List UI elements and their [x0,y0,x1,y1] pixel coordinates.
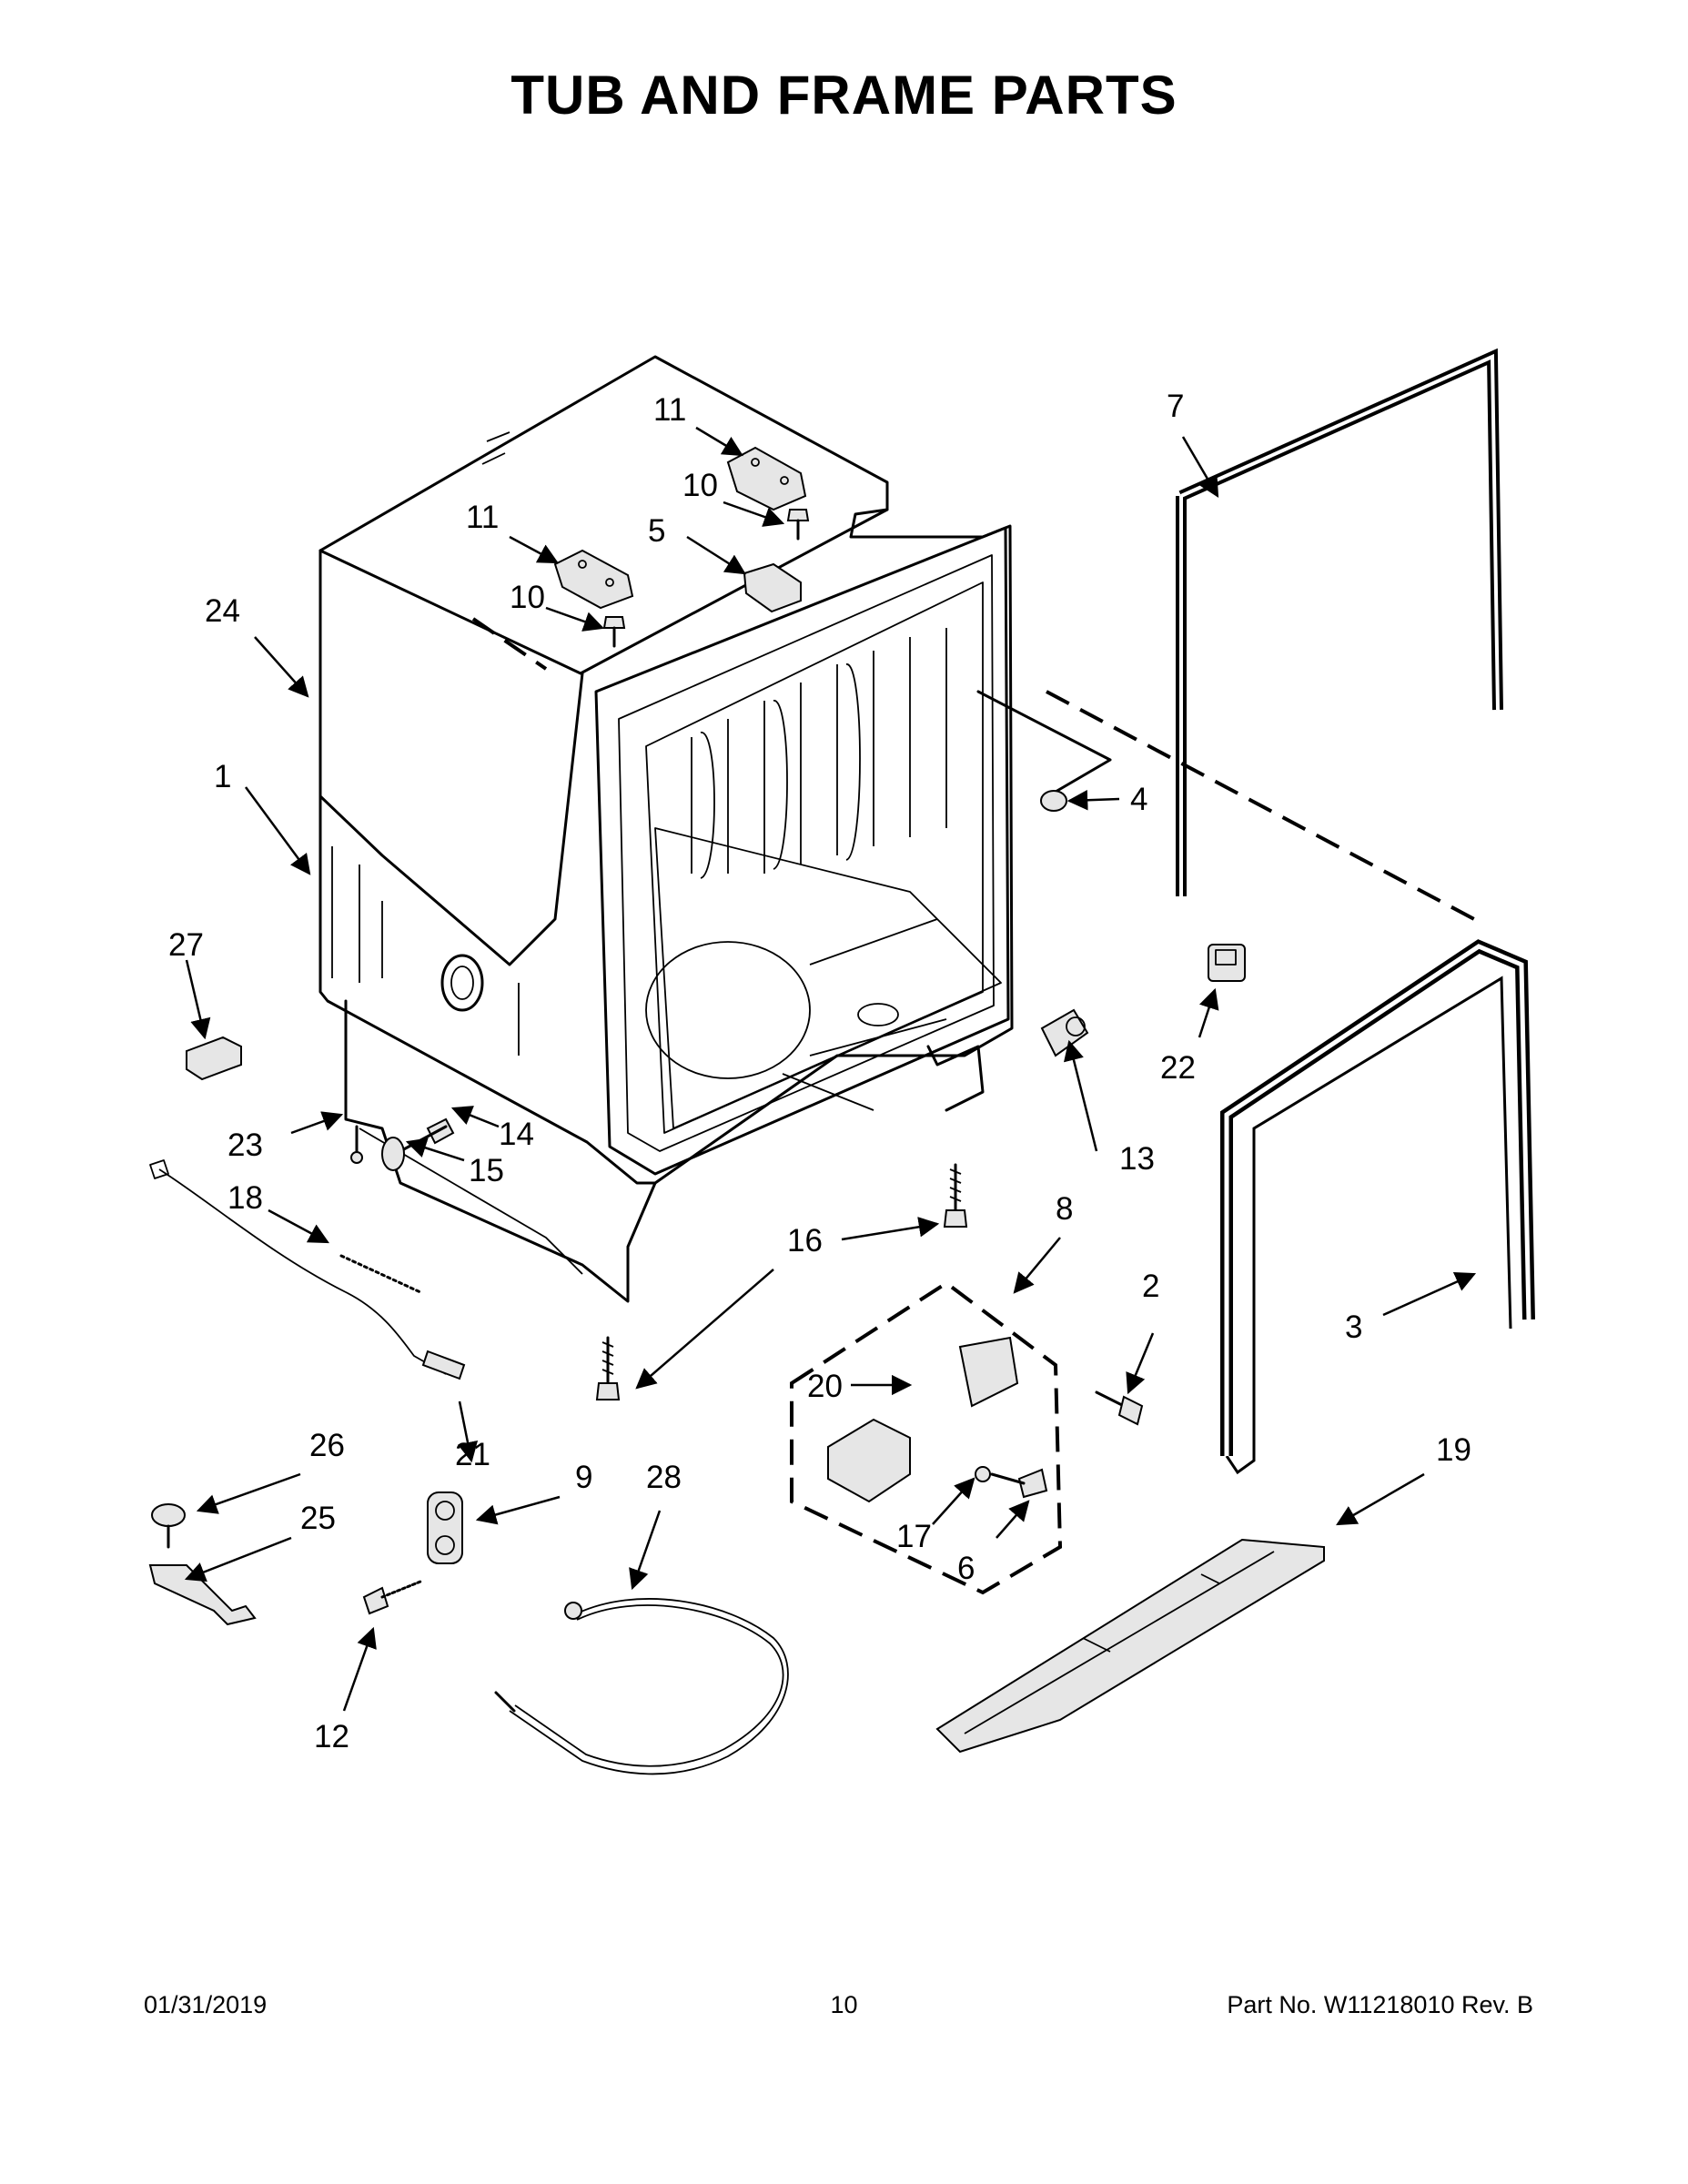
callout-6: 6 [957,1551,975,1586]
clip-part-13 [1040,1008,1089,1057]
tub-assembly [318,355,1014,1303]
door-gasket-part [1176,348,1503,896]
callout-18: 18 [227,1180,263,1216]
callout-25: 25 [300,1501,336,1536]
callout-24: 24 [205,593,240,629]
screw-10-upper [786,509,810,541]
hinge-bracket-11-upper [726,446,807,511]
callout-7: 7 [1167,389,1184,424]
hinge-bracket-11-lower [553,549,634,610]
leveling-leg-16-right [943,1163,968,1228]
bracket-part-17-base [827,1418,911,1503]
clip-part-22 [1208,944,1246,982]
callout-4: 4 [1130,782,1147,817]
callout-17: 17 [896,1519,932,1554]
pad-part-27 [186,1036,242,1081]
callout-11-upper: 11 [653,392,686,428]
screw-part-12 [362,1580,422,1615]
callout-1: 1 [214,759,231,794]
plug-part-4 [1040,790,1067,812]
footer-page-number: 10 [830,1991,858,2018]
footer-part-number: Part No. W11218010 Rev. B [1227,1991,1533,2018]
footer-date: 01/31/2019 [144,1991,268,2018]
callout-labels: 7 11 10 11 5 10 24 1 4 27 23 14 15 18 16… [168,389,1471,1754]
callout-20: 20 [807,1369,843,1404]
bracket-part-5 [743,562,802,613]
bracket-part-25 [148,1564,257,1626]
callout-9: 9 [575,1460,592,1495]
callout-3: 3 [1345,1309,1362,1345]
screw-part-2 [1095,1390,1144,1426]
wire-harness-part-28 [494,1598,789,1775]
leader-arrows [184,426,1477,1712]
callout-27: 27 [168,927,204,963]
leg-part-23 [350,1125,363,1164]
callout-10-upper: 10 [682,468,718,503]
callout-23: 23 [227,1127,263,1163]
bracket-part-20 [958,1336,1019,1408]
callout-15: 15 [469,1153,504,1188]
switch-part-26 [151,1503,186,1549]
callout-22: 22 [1160,1050,1196,1086]
callout-21: 21 [455,1437,490,1472]
grommet-part-9 [427,1491,463,1564]
callout-11-lower: 11 [466,500,499,535]
callout-5: 5 [648,513,665,549]
callout-14: 14 [499,1117,534,1152]
callout-10-lower: 10 [510,580,545,615]
dash-leader-gasket [1046,690,1475,921]
cable-end-part-21 [421,1350,466,1380]
leveling-leg-16-left [595,1336,621,1400]
callout-26: 26 [309,1428,345,1463]
callout-8: 8 [1056,1191,1073,1227]
callout-13: 13 [1119,1141,1155,1177]
callout-12: 12 [314,1719,349,1754]
callout-16: 16 [787,1223,823,1259]
door-spring-part-18 [149,1159,447,1375]
callout-2: 2 [1142,1269,1159,1304]
panel-part-19 [935,1538,1325,1754]
washer-part-15 [381,1137,405,1171]
callout-28: 28 [646,1460,682,1495]
callout-19: 19 [1436,1432,1471,1468]
tub-to-plug-leader [976,690,1112,794]
page-title: TUB AND FRAME PARTS [510,65,1178,126]
bolt-part-14 [399,1117,455,1153]
bracket-kit-8 [790,1280,1063,1595]
tub-gasket-part [1220,939,1535,1475]
screw-10-lower [602,616,626,648]
